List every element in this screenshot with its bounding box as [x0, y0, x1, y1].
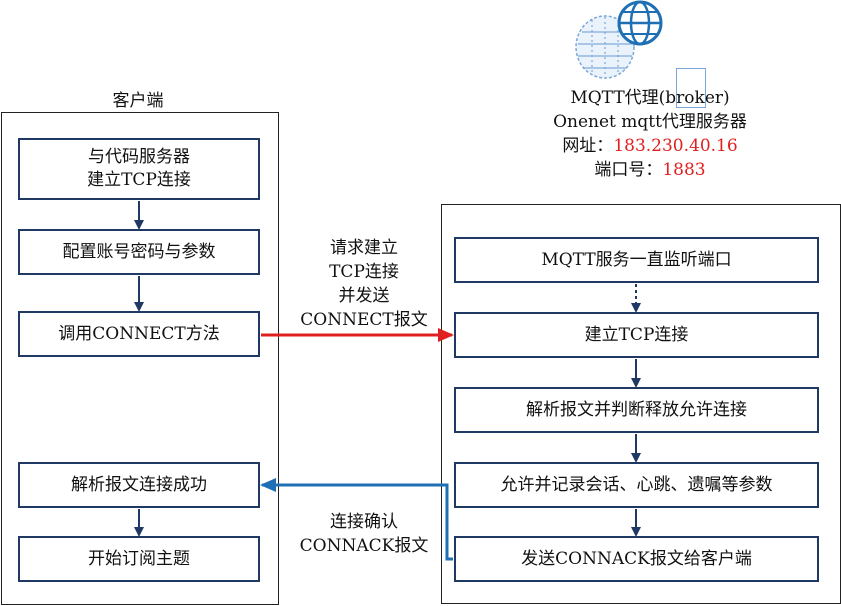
client-step-1-line2: 建立TCP连接 — [87, 170, 191, 190]
broker-line2: Onenet mqtt代理服务器 — [553, 112, 747, 132]
ack-label: 连接确认 CONNACK报文 — [290, 510, 438, 558]
broker-port: 端口号：1883 — [520, 158, 780, 182]
broker-step-3: 解析报文并判断释放允许连接 — [454, 387, 819, 433]
broker-address: 网址：183.230.40.16 — [520, 134, 780, 158]
broker-address-value: 183.230.40.16 — [613, 136, 738, 156]
ack-label-1: 连接确认 — [330, 512, 398, 532]
broker-line1: MQTT代理(broker) — [570, 88, 730, 108]
broker-step-2: 建立TCP连接 — [454, 312, 819, 358]
client-step-5: 开始订阅主题 — [18, 536, 260, 582]
request-label-3: 并发送 — [338, 286, 390, 306]
ack-arrow — [260, 478, 453, 561]
decorative-rect — [676, 68, 706, 108]
client-step-2: 配置账号密码与参数 — [18, 229, 260, 275]
broker-title: MQTT代理(broker) Onenet mqtt代理服务器 网址：183.2… — [520, 86, 780, 182]
globe-icon — [617, 0, 663, 46]
request-label: 请求建立 TCP连接 并发送 CONNECT报文 — [290, 236, 438, 332]
broker-step-5: 发送CONNACK报文给客户端 — [454, 536, 819, 582]
request-label-4: CONNECT报文 — [300, 310, 428, 330]
client-step-3: 调用CONNECT方法 — [18, 311, 260, 357]
request-label-1: 请求建立 — [330, 238, 398, 258]
ack-label-2: CONNACK报文 — [299, 536, 429, 556]
broker-address-label: 网址： — [562, 136, 614, 156]
broker-step-4: 允许并记录会话、心跳、遗嘱等参数 — [454, 462, 819, 508]
broker-port-value: 1883 — [662, 160, 706, 180]
broker-step-1: MQTT服务一直监听端口 — [454, 237, 819, 283]
client-step-4: 解析报文连接成功 — [18, 462, 260, 508]
client-step-1-line1: 与代码服务器 — [87, 147, 190, 167]
client-title: 客户端 — [112, 91, 164, 111]
broker-port-label: 端口号： — [594, 160, 663, 180]
request-label-2: TCP连接 — [329, 262, 399, 282]
client-step-1: 与代码服务器建立TCP连接 — [18, 138, 260, 200]
